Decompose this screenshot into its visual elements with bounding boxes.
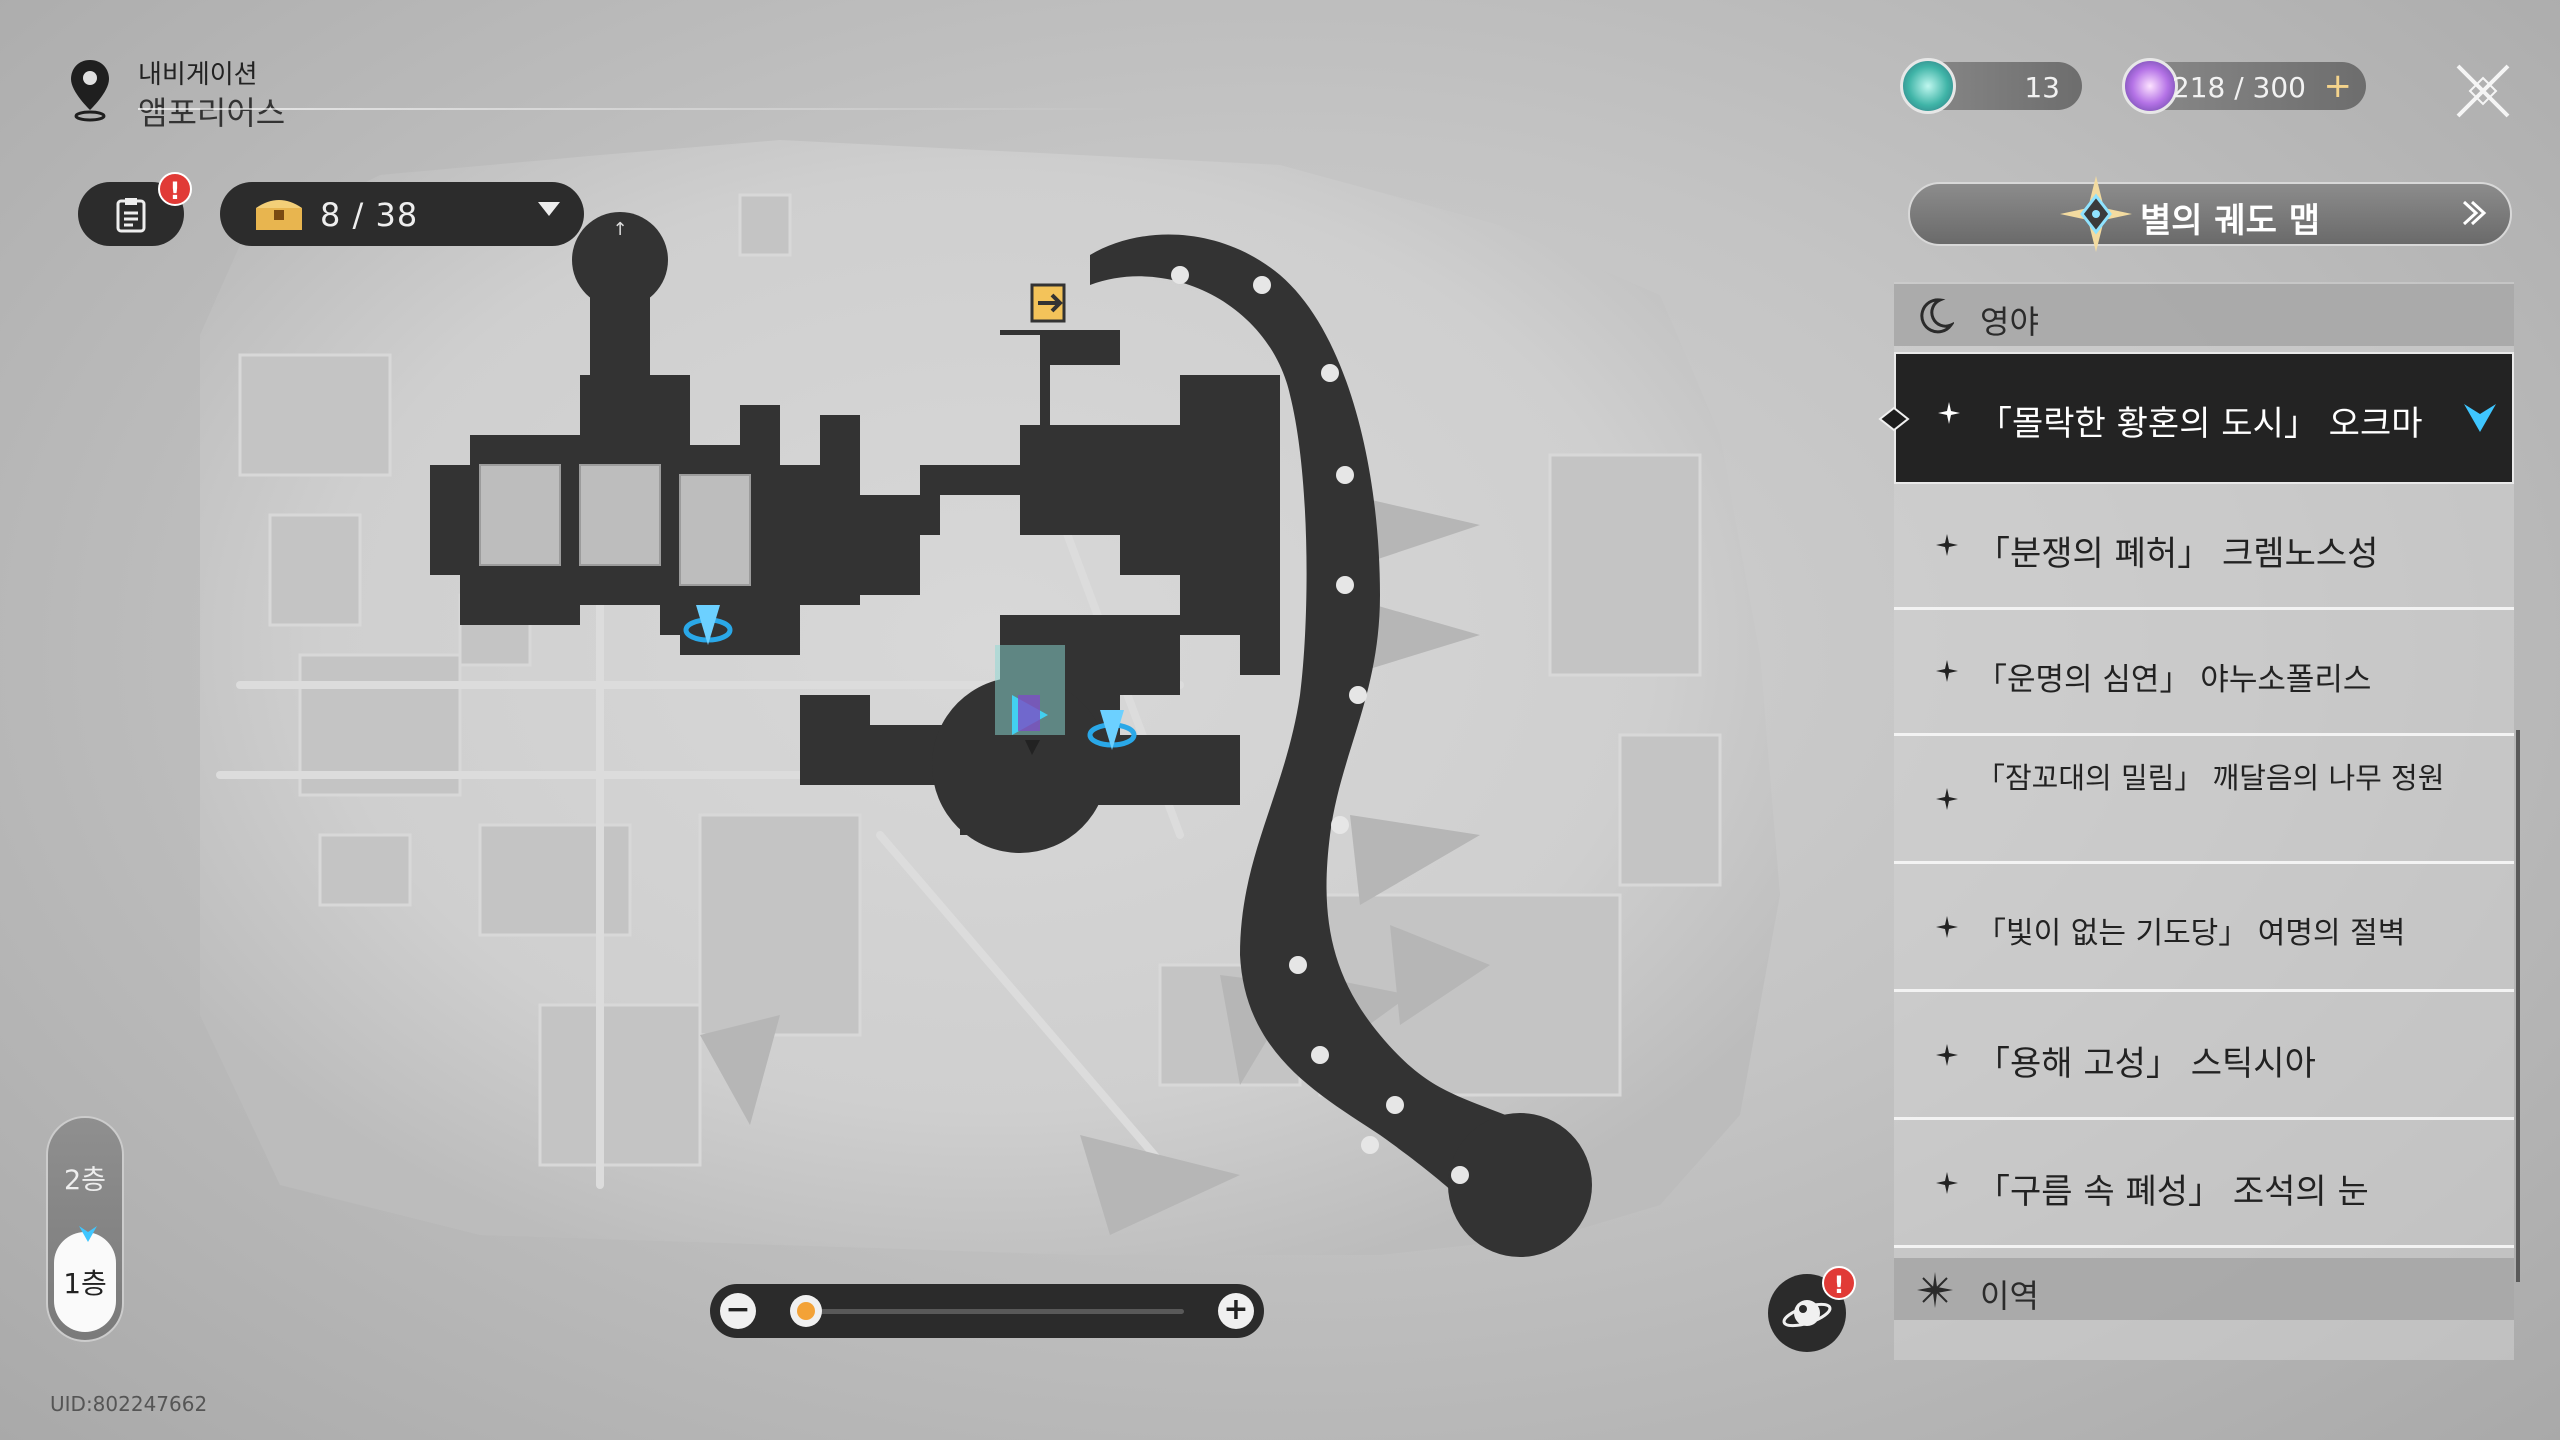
north-marker: ↑ (612, 219, 627, 240)
region-name: 이역 (1980, 1277, 2039, 1315)
selection-pointer-icon (1878, 406, 1910, 432)
zoom-in-button[interactable]: + (1218, 1293, 1254, 1329)
teleport-waypoint-icon[interactable] (683, 605, 733, 645)
exit-door-icon[interactable] (1030, 283, 1066, 323)
floor-1-label: 1층 (63, 1267, 107, 1300)
region-name: 영야 (1980, 303, 2039, 341)
currency-fuel[interactable]: 13 (1900, 58, 2082, 114)
location-label: 「구름 속 폐성」 조석의 눈 (1976, 1172, 2369, 1212)
four-point-star-icon (1936, 1172, 1958, 1194)
player-location-icon (1012, 695, 1048, 755)
floor-1-button[interactable]: 1층 (54, 1226, 116, 1332)
four-point-star-icon (1936, 1044, 1958, 1066)
zoom-out-button[interactable]: − (720, 1293, 756, 1329)
region-header-yeongya[interactable]: 영야 (1894, 284, 2514, 346)
user-id: UID:802247662 (50, 1392, 208, 1416)
header-divider (138, 108, 1138, 110)
zoom-slider-handle[interactable] (790, 1295, 822, 1327)
four-point-star-icon (1936, 534, 1958, 556)
location-item-eye-of-tides[interactable]: 「구름 속 폐성」 조석의 눈 (1894, 1124, 2514, 1248)
star-compass-icon (2060, 176, 2132, 252)
location-label: 「빛이 없는 기도당」 여명의 절벽 (1976, 916, 2406, 951)
four-point-star-icon (1936, 788, 1958, 810)
planet-alert-badge: ! (1822, 1266, 1856, 1300)
panel-scrollbar[interactable] (2516, 730, 2520, 1282)
current-location-marker-icon (2464, 404, 2496, 432)
star-rail-map-label: 별의 궤도 맵 (2140, 201, 2321, 241)
location-label: 「잠꼬대의 밀림」 깨달음의 나무 정원 (1976, 761, 2445, 795)
four-point-star-icon (1936, 660, 1958, 682)
location-item-janusopolis[interactable]: 「운명의 심연」 야누소폴리스 (1894, 612, 2514, 736)
location-label: 「용해 고성」 스틱시아 (1976, 1044, 2316, 1084)
four-point-star-icon (1936, 916, 1958, 938)
location-item-styxia[interactable]: 「용해 고성」 스틱시아 (1894, 996, 2514, 1120)
currency-power[interactable]: 218 / 300 + (2122, 58, 2366, 114)
teleport-waypoint-icon[interactable] (1087, 710, 1137, 750)
planet-icon (1782, 1300, 1832, 1328)
chest-count: 8 / 38 (320, 196, 419, 234)
location-pin-icon (71, 60, 109, 122)
four-point-star-icon (1938, 402, 1960, 424)
starburst-icon (1917, 1272, 1953, 1308)
chest-counter-dropdown[interactable]: 8 / 38 (220, 182, 584, 246)
trailblaze-power-icon (2122, 58, 2178, 114)
add-power-button[interactable]: + (2323, 66, 2353, 106)
current-floor-marker-icon (79, 1226, 97, 1242)
moon-icon (1920, 298, 1954, 334)
star-rail-map-button[interactable]: 별의 궤도 맵 (1908, 176, 2512, 252)
location-label: 「분쟁의 폐허」 크렘노스성 (1976, 534, 2379, 574)
location-item-okhema[interactable]: 「몰락한 황혼의 도시」 오크마 (1878, 352, 2514, 484)
chevron-right-icon (2462, 200, 2487, 226)
floor-2-button[interactable]: 2층 (63, 1165, 107, 1196)
location-item-tree-garden[interactable]: 「잠꼬대의 밀림」 깨달음의 나무 정원 (1894, 740, 2514, 864)
navigation-label: 내비게이션 (138, 60, 258, 90)
currency-fuel-value: 13 (2024, 71, 2060, 104)
clipboard-icon (116, 198, 146, 233)
location-item-dawn-cliff[interactable]: 「빛이 없는 기도당」 여명의 절벽 (1894, 868, 2514, 992)
region-header-iyeok[interactable]: 이역 (1894, 1258, 2514, 1320)
zoom-slider-track[interactable] (794, 1309, 1184, 1314)
location-label: 「몰락한 황혼의 도시」 오크마 (1978, 404, 2423, 444)
floor-selector: 2층 1층 (46, 1116, 124, 1342)
trailblaze-fuel-icon (1900, 58, 1956, 114)
treasure-chest-icon (256, 200, 302, 230)
currency-power-value: 218 / 300 (2171, 71, 2306, 104)
quest-alert-badge: ! (158, 172, 192, 206)
location-label: 「운명의 심연」 야누소폴리스 (1976, 662, 2372, 698)
chevron-down-icon (538, 202, 560, 216)
area-map[interactable]: ↑ (180, 135, 1800, 1265)
quest-button[interactable]: ! (78, 172, 192, 246)
location-item-kremnos[interactable]: 「분쟁의 폐허」 크렘노스성 (1894, 486, 2514, 610)
zoom-control: − + (710, 1284, 1264, 1338)
planet-button[interactable]: ! (1768, 1266, 1856, 1352)
area-name: 앰포리어스 (138, 94, 286, 132)
close-icon[interactable] (2450, 58, 2516, 124)
